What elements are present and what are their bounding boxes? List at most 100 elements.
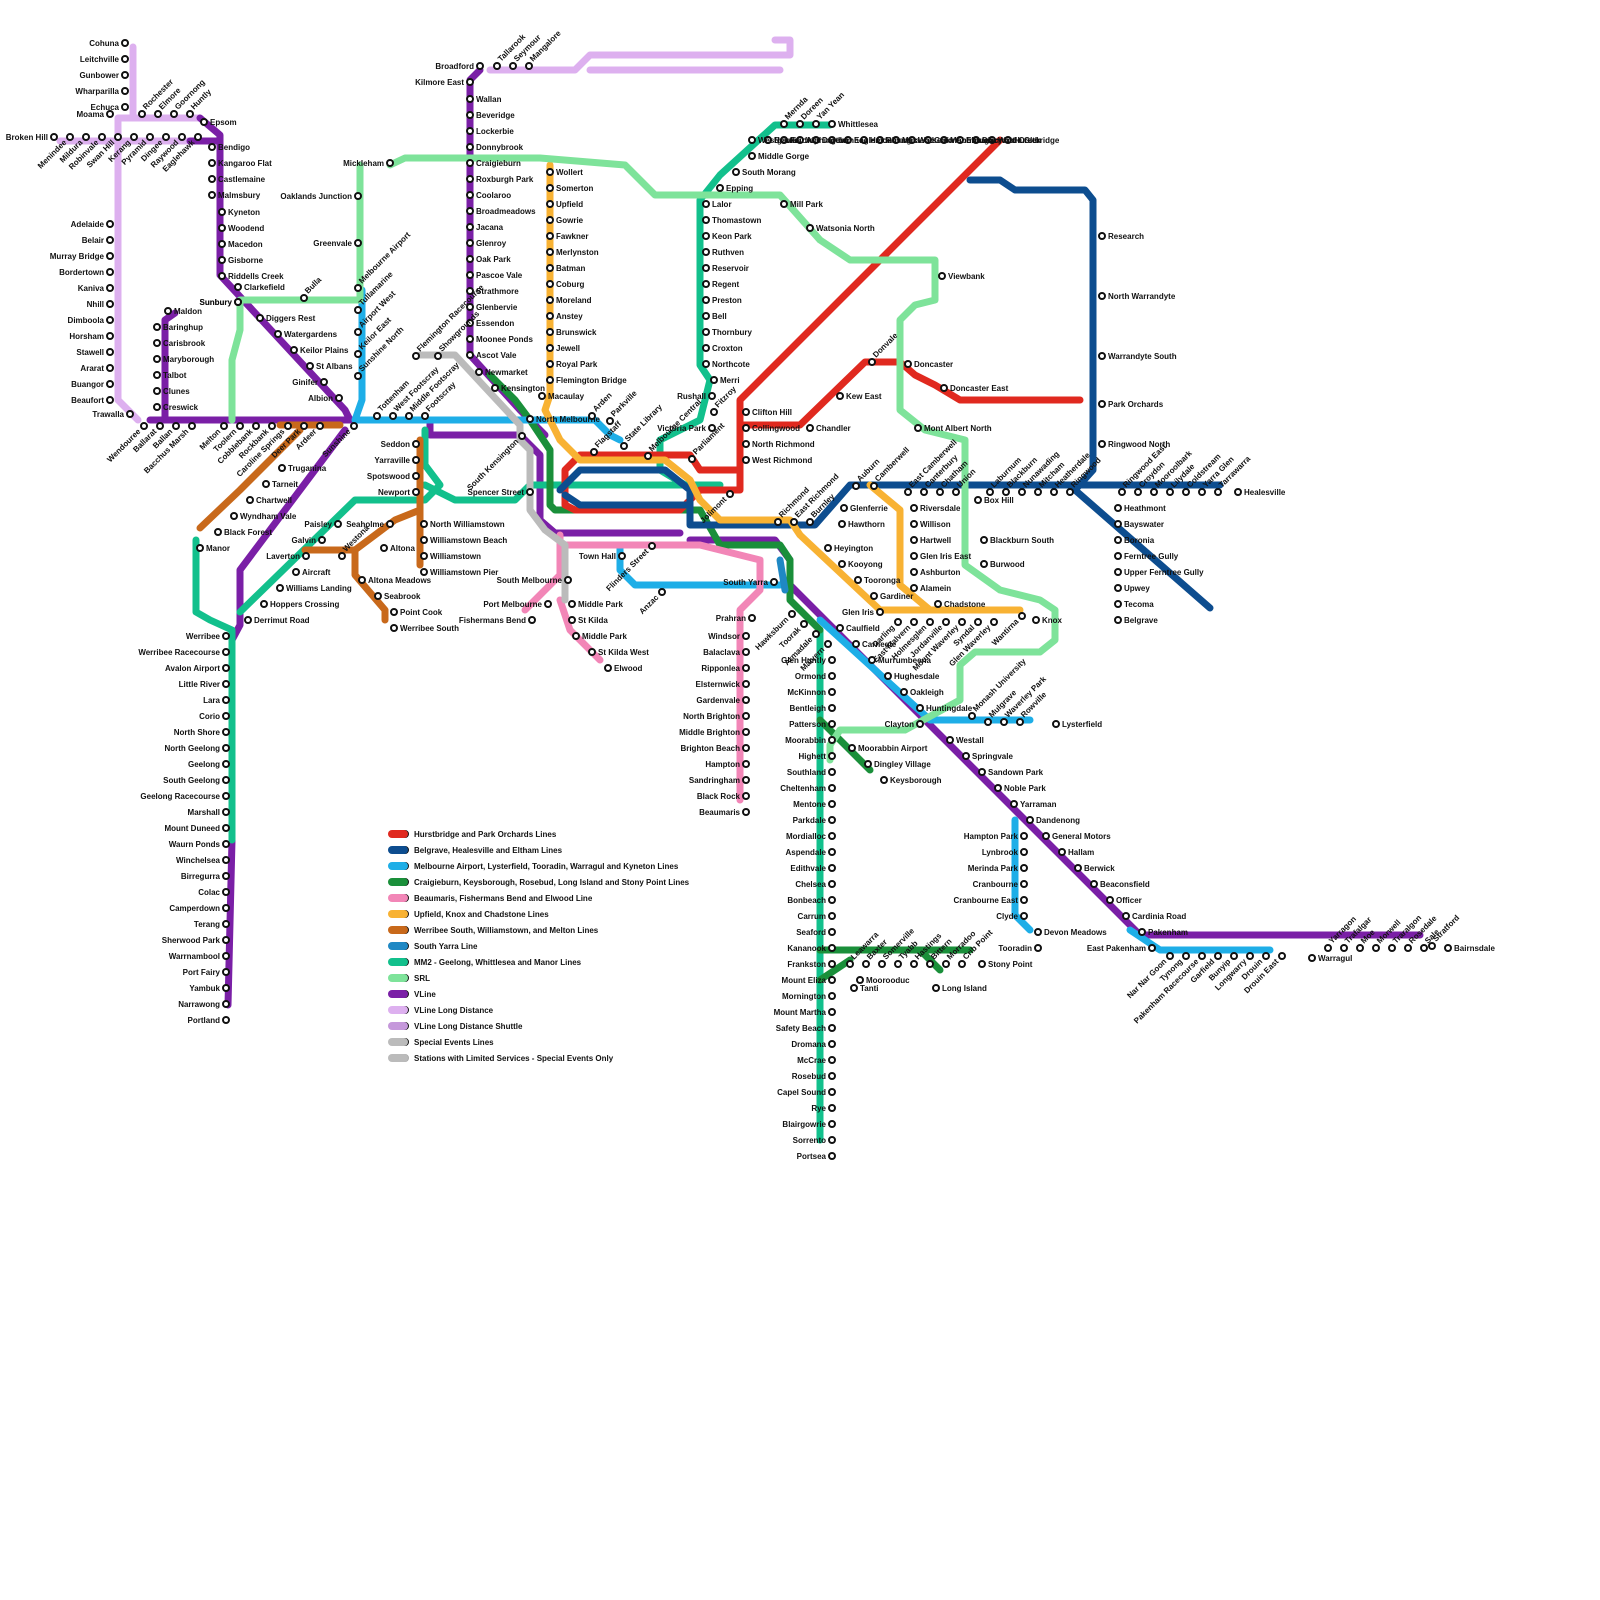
station-brighton-beach[interactable]: Brighton Beach bbox=[680, 744, 749, 753]
station-tooradin[interactable]: Tooradin bbox=[998, 944, 1041, 953]
station-hoppers-crossing[interactable]: Hoppers Crossing bbox=[261, 600, 339, 609]
station-springvale[interactable]: Springvale bbox=[963, 752, 1013, 761]
station-williamstown-beach[interactable]: Williamstown Beach bbox=[421, 536, 507, 545]
station-murrumbeena[interactable]: Murrumbeena bbox=[869, 656, 931, 665]
station-fishermans-bend[interactable]: Fishermans Bend bbox=[459, 616, 535, 625]
station-upwey[interactable]: Upwey bbox=[1115, 584, 1150, 593]
station-galvin[interactable]: Galvin bbox=[292, 536, 325, 545]
station-dandenong[interactable]: Dandenong bbox=[1027, 816, 1080, 825]
station-moama[interactable]: Moama bbox=[76, 110, 113, 119]
station-kew-east[interactable]: Kew East bbox=[837, 392, 882, 401]
station-murray-bridge[interactable]: Murray Bridge bbox=[50, 252, 113, 261]
station-oak-park[interactable]: Oak Park bbox=[467, 255, 511, 264]
station-parkdale[interactable]: Parkdale bbox=[793, 816, 835, 825]
station-aircraft[interactable]: Aircraft bbox=[293, 568, 331, 577]
station-heathmont[interactable]: Heathmont bbox=[1115, 504, 1166, 513]
station-leitchville[interactable]: Leitchville bbox=[80, 55, 128, 64]
station-camperdown[interactable]: Camperdown bbox=[169, 904, 229, 913]
station-broadmeadows[interactable]: Broadmeadows bbox=[467, 207, 536, 216]
station-bairnsdale[interactable]: Bairnsdale bbox=[1445, 944, 1495, 953]
station-kangaroo-flat[interactable]: Kangaroo Flat bbox=[209, 159, 272, 168]
station-ararat[interactable]: Ararat bbox=[80, 364, 113, 373]
station-watergardens[interactable]: Watergardens bbox=[275, 330, 338, 339]
station-ormond[interactable]: Ormond bbox=[795, 672, 835, 681]
station-mornington[interactable]: Mornington bbox=[782, 992, 835, 1001]
station-waurn-ponds[interactable]: Waurn Ponds bbox=[169, 840, 229, 849]
station-wharparilla[interactable]: Wharparilla bbox=[75, 87, 128, 96]
station-cranbourne[interactable]: Cranbourne bbox=[973, 880, 1027, 889]
station-north-shore[interactable]: North Shore bbox=[174, 728, 229, 737]
station-macedon[interactable]: Macedon bbox=[219, 240, 263, 249]
station-moreland[interactable]: Moreland bbox=[547, 296, 592, 305]
station-broken-hill[interactable]: Broken Hill bbox=[6, 133, 57, 142]
station-creswick[interactable]: Creswick bbox=[154, 403, 199, 412]
station-altona-meadows[interactable]: Altona Meadows bbox=[359, 576, 432, 585]
station-burwood[interactable]: Burwood bbox=[981, 560, 1025, 569]
station-st-kilda[interactable]: St Kilda bbox=[569, 616, 608, 625]
station-mckinnon[interactable]: McKinnon bbox=[787, 688, 835, 697]
station-avalon-airport[interactable]: Avalon Airport bbox=[165, 664, 229, 673]
station-blackburn-south[interactable]: Blackburn South bbox=[981, 536, 1054, 545]
station-huntingdale[interactable]: Huntingdale bbox=[917, 704, 973, 713]
station-portland[interactable]: Portland bbox=[188, 1016, 229, 1025]
station-safety-beach[interactable]: Safety Beach bbox=[776, 1024, 835, 1033]
station-bonbeach[interactable]: Bonbeach bbox=[787, 896, 835, 905]
station-caulfield[interactable]: Caulfield bbox=[837, 624, 880, 633]
station-buangor[interactable]: Buangor bbox=[71, 380, 113, 389]
station-parkville[interactable]: Parkville bbox=[607, 388, 639, 424]
station-long-island[interactable]: Long Island bbox=[933, 984, 987, 993]
station-doncaster[interactable]: Doncaster bbox=[905, 360, 953, 369]
station-colac[interactable]: Colac bbox=[198, 888, 229, 897]
station-hartwell[interactable]: Hartwell bbox=[911, 536, 951, 545]
station-tanti[interactable]: Tanti bbox=[851, 984, 879, 993]
station-north-warrandyte[interactable]: North Warrandyte bbox=[1099, 292, 1176, 301]
station-pakenham-racecourse[interactable]: Pakenham Racecourse bbox=[1132, 953, 1205, 1025]
station-dromana[interactable]: Dromana bbox=[791, 1040, 835, 1049]
station-terang[interactable]: Terang bbox=[194, 920, 229, 929]
station-willison[interactable]: Willison bbox=[911, 520, 951, 529]
station-heyington[interactable]: Heyington bbox=[825, 544, 873, 553]
station-keilor-plains[interactable]: Keilor Plains bbox=[291, 346, 349, 355]
station-fitzroy[interactable]: Fitzroy bbox=[711, 384, 738, 415]
station-clyde[interactable]: Clyde bbox=[996, 912, 1027, 921]
station-alamein[interactable]: Alamein bbox=[911, 584, 951, 593]
station-coolaroo[interactable]: Coolaroo bbox=[467, 191, 511, 200]
station-prahran[interactable]: Prahran bbox=[716, 614, 755, 623]
station-chandler[interactable]: Chandler bbox=[807, 424, 851, 433]
station-lynbrook[interactable]: Lynbrook bbox=[982, 848, 1027, 857]
station-healesville[interactable]: Healesville bbox=[1235, 488, 1286, 497]
station-general-motors[interactable]: General Motors bbox=[1043, 832, 1111, 841]
station-flemington-bridge[interactable]: Flemington Bridge bbox=[547, 376, 627, 385]
station-cardinia-road[interactable]: Cardinia Road bbox=[1123, 912, 1186, 921]
station-seaford[interactable]: Seaford bbox=[796, 928, 835, 937]
station-corio[interactable]: Corio bbox=[199, 712, 229, 721]
station-gunbower[interactable]: Gunbower bbox=[79, 71, 128, 80]
station-arden[interactable]: Arden bbox=[589, 391, 614, 419]
station-west-richmond[interactable]: West Richmond bbox=[743, 456, 812, 465]
station-cohuna[interactable]: Cohuna bbox=[89, 39, 128, 48]
station-south-melbourne[interactable]: South Melbourne bbox=[497, 576, 571, 585]
station-north-geelong[interactable]: North Geelong bbox=[164, 744, 229, 753]
station-upper-ferntree-gully[interactable]: Upper Ferntree Gully bbox=[1115, 568, 1204, 577]
station-little-river[interactable]: Little River bbox=[179, 680, 229, 689]
station-woodend[interactable]: Woodend bbox=[219, 224, 264, 233]
station-baringhup[interactable]: Baringhup bbox=[154, 323, 203, 332]
station-adelaide[interactable]: Adelaide bbox=[71, 220, 113, 229]
station-hampton-park[interactable]: Hampton Park bbox=[964, 832, 1027, 841]
station-reservoir[interactable]: Reservoir bbox=[703, 264, 749, 273]
station-wyndham-vale[interactable]: Wyndham Vale bbox=[231, 512, 297, 521]
station-bordertown[interactable]: Bordertown bbox=[59, 268, 113, 277]
station-birregurra[interactable]: Birregurra bbox=[181, 872, 229, 881]
station-maryborough[interactable]: Maryborough bbox=[154, 355, 214, 364]
station-royal-park[interactable]: Royal Park bbox=[547, 360, 598, 369]
station-warrnambool[interactable]: Warrnambool bbox=[169, 952, 229, 961]
station-beveridge[interactable]: Beveridge bbox=[467, 111, 515, 120]
station-rosebud[interactable]: Rosebud bbox=[792, 1072, 835, 1081]
station-mentone[interactable]: Mentone bbox=[793, 800, 835, 809]
station-narrawong[interactable]: Narrawong bbox=[178, 1000, 229, 1009]
station-hughesdale[interactable]: Hughesdale bbox=[885, 672, 940, 681]
station-blairgowrie[interactable]: Blairgowrie bbox=[782, 1120, 835, 1129]
station-werribee-racecourse[interactable]: Werribee Racecourse bbox=[138, 648, 229, 657]
station-glen-huntly[interactable]: Glen Huntly bbox=[781, 656, 835, 665]
station-tecoma[interactable]: Tecoma bbox=[1115, 600, 1154, 609]
